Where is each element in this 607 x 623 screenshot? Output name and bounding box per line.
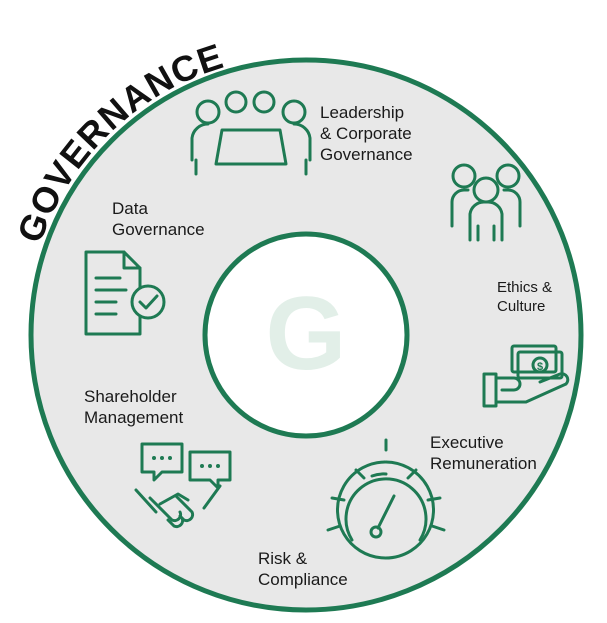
label-line: Data [112, 199, 148, 218]
meeting-table-icon [190, 90, 312, 176]
label-line: Executive [430, 433, 504, 452]
money-hand-icon [482, 344, 570, 408]
dollar-sign: $ [537, 361, 543, 373]
label-line: Compliance [258, 570, 348, 589]
label-ethics: Ethics & Culture [497, 278, 552, 316]
label-executive: Executive Remuneration [430, 432, 537, 474]
label-line: & Corporate [320, 124, 412, 143]
label-line: Leadership [320, 103, 405, 122]
document-check-icon [84, 250, 166, 336]
center-letter: G [266, 276, 347, 392]
label-line: Ethics & [497, 279, 553, 296]
label-line: Culture [497, 298, 546, 315]
label-line: Risk & [258, 549, 308, 568]
label-shareholder: Shareholder Management [84, 386, 183, 428]
label-data-governance: Data Governance [112, 198, 205, 240]
label-risk: Risk & Compliance [258, 548, 348, 590]
chat-dots [152, 456, 220, 468]
label-line: Remuneration [430, 454, 537, 473]
label-line: Shareholder [84, 387, 177, 406]
people-group-icon [450, 163, 522, 242]
inner-circle [202, 231, 410, 439]
label-line: Governance [320, 145, 413, 164]
label-leadership: Leadership & Corporate Governance [320, 102, 413, 165]
gauge-gear-icon [326, 438, 446, 560]
handshake-chat-icon [134, 442, 232, 529]
label-line: Management [84, 408, 184, 427]
label-line: Governance [112, 220, 205, 239]
